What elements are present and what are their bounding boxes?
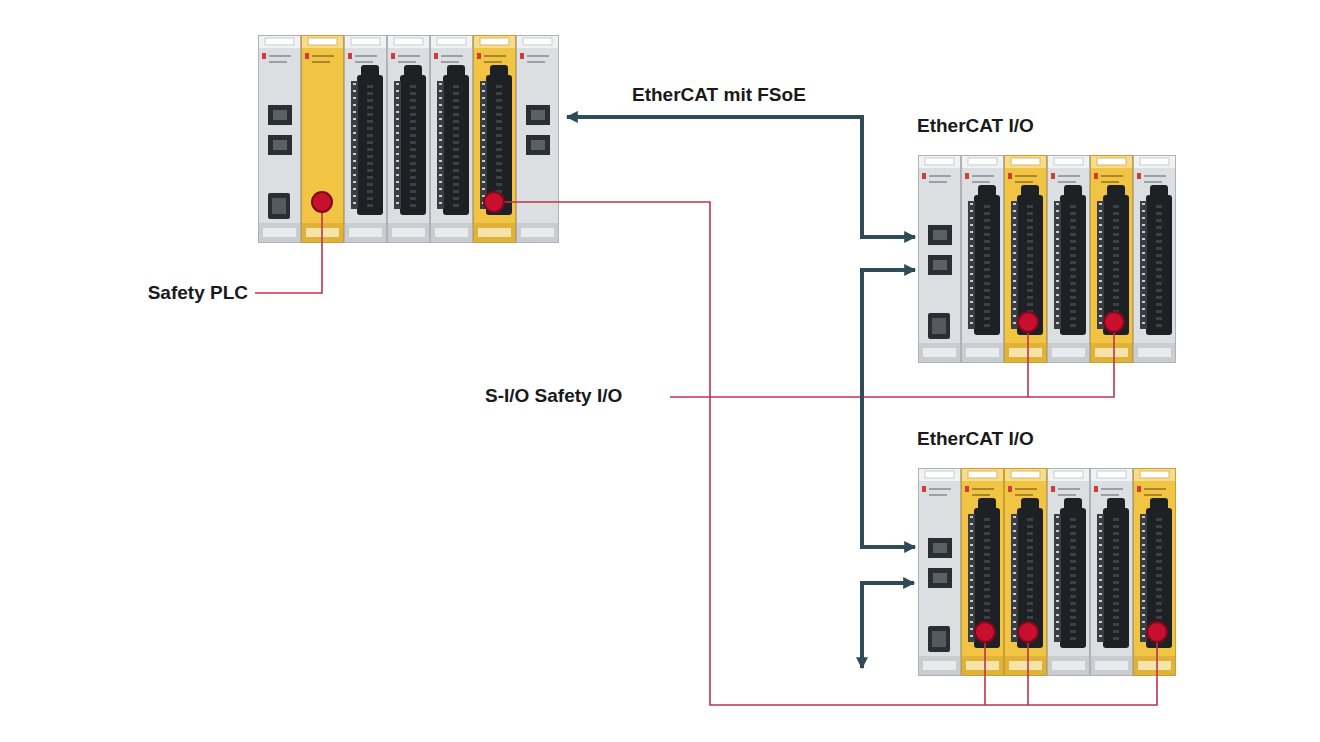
io-module xyxy=(388,36,430,243)
power-plug xyxy=(928,313,950,339)
node-heading: EtherCAT I/O xyxy=(917,115,1034,137)
plc-rack xyxy=(259,36,559,243)
leader-line xyxy=(255,202,322,293)
io-rack xyxy=(919,156,1176,363)
power-plug xyxy=(268,193,290,219)
ethercat-connector xyxy=(862,270,915,547)
bus-label: EtherCAT mit FSoE xyxy=(629,84,809,106)
terminal-block xyxy=(1097,185,1129,335)
bus-stub xyxy=(862,581,914,585)
leader-line xyxy=(670,322,1114,397)
safety-module xyxy=(302,36,344,243)
safety-module xyxy=(1134,469,1176,676)
node-heading: Safety PLC xyxy=(148,282,248,304)
io-module xyxy=(1091,469,1133,676)
safety-markers xyxy=(312,192,1167,642)
io-module xyxy=(962,156,1004,363)
safety-dot xyxy=(1018,312,1038,332)
io-module xyxy=(1048,156,1090,363)
terminal-block xyxy=(394,65,426,215)
cpu-module xyxy=(259,36,301,243)
safety-module xyxy=(962,469,1004,676)
io-rack: EtherCAT I/O xyxy=(918,468,1176,676)
io-module xyxy=(1048,469,1090,676)
terminal-block xyxy=(1054,498,1086,648)
terminal-block xyxy=(351,65,383,215)
terminal-block xyxy=(1097,498,1129,648)
ethernet-ports xyxy=(268,105,292,155)
coupler-module xyxy=(919,156,961,363)
ethernet-ports xyxy=(928,538,952,588)
callout-label: S-I/O Safety I/O xyxy=(482,385,625,407)
ethernet-ports xyxy=(928,225,952,275)
io-module xyxy=(431,36,473,243)
leader-line xyxy=(1027,322,1029,397)
terminal-block xyxy=(1011,185,1043,335)
safety-dot xyxy=(484,192,504,212)
safety-dot xyxy=(975,622,995,642)
terminal-block xyxy=(437,65,469,215)
node-heading: EtherCAT I/O xyxy=(917,428,1034,450)
power-plug xyxy=(928,626,950,652)
terminal-block xyxy=(1140,185,1172,335)
terminal-block xyxy=(1054,185,1086,335)
terminal-block xyxy=(1140,498,1172,648)
safety-dot xyxy=(1104,312,1124,332)
plc-rack: Safety PLC xyxy=(258,35,559,243)
terminal-block xyxy=(968,498,1000,648)
terminal-block xyxy=(968,185,1000,335)
safety-dot xyxy=(1147,622,1167,642)
network-module xyxy=(517,36,559,243)
terminal-block xyxy=(1011,498,1043,648)
terminal-block xyxy=(480,65,512,215)
coupler-module xyxy=(919,469,961,676)
safety-module xyxy=(1005,156,1047,363)
leader-line xyxy=(494,202,1157,705)
safety-dot xyxy=(312,192,332,212)
safety-leader-lines xyxy=(255,202,1157,705)
ethernet-ports xyxy=(526,105,550,155)
io-rack xyxy=(919,469,1176,676)
io-module xyxy=(345,36,387,243)
bus-continuation xyxy=(860,581,864,668)
ethercat-connector xyxy=(567,117,915,237)
safety-module xyxy=(1005,469,1047,676)
io-rack: EtherCAT I/O xyxy=(918,155,1176,363)
safety-module xyxy=(1091,156,1133,363)
safety-module xyxy=(474,36,516,243)
safety-dot xyxy=(1018,622,1038,642)
io-module xyxy=(1134,156,1176,363)
